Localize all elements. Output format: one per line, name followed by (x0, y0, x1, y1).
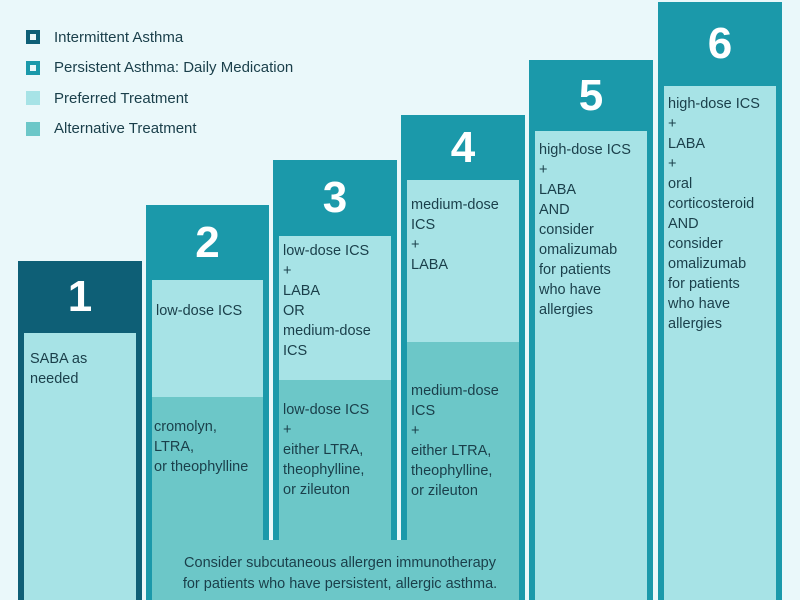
legend-swatch-alternative (26, 121, 40, 136)
step-number: 1 (67, 272, 93, 321)
preferred-treatment-panel (279, 236, 391, 380)
legend-swatch-persistent (26, 60, 40, 75)
step-number: 5 (578, 70, 604, 120)
step-number: 3 (322, 173, 348, 222)
preferred-treatment-panel (664, 86, 776, 600)
step-4: 4 medium-dose ICS + LABA medium-dose ICS… (401, 115, 525, 600)
preferred-treatment-text: low-dose ICS + LABA OR medium-dose ICS (283, 243, 371, 359)
step-6: 6 high-dose ICS + LABA + oral corticoste… (658, 2, 782, 600)
preferred-treatment-panel (152, 280, 263, 397)
immunotherapy-note: Consider subcutaneous allergen immunothe… (182, 555, 498, 592)
preferred-treatment-text: SABA as needed (30, 351, 88, 387)
step-number: 6 (707, 19, 733, 68)
legend-label: Intermittent Asthma (54, 28, 184, 46)
preferred-treatment-panel (535, 131, 647, 600)
legend-label: Persistent Asthma: Daily Medication (54, 59, 294, 77)
step-number: 4 (450, 122, 476, 172)
step-number: 2 (195, 217, 220, 267)
legend-item-persistent: Persistent Asthma: Daily Medication (26, 53, 293, 84)
preferred-treatment-panel (407, 180, 519, 342)
preferred-treatment-text: high-dose ICS + LABA + oral corticostero… (668, 96, 760, 332)
legend-label: Alternative Treatment (54, 120, 197, 138)
legend-item-preferred: Preferred Treatment (26, 83, 293, 114)
legend: Intermittent Asthma Persistent Asthma: D… (26, 22, 293, 144)
legend-swatch-preferred (26, 91, 40, 106)
legend-item-alternative: Alternative Treatment (26, 114, 293, 145)
step-1: 1 SABA as needed (18, 261, 142, 600)
preferred-treatment-text: low-dose ICS (156, 303, 243, 319)
immunotherapy-band (152, 540, 518, 600)
preferred-treatment-text: medium-dose ICS + LABA (411, 197, 499, 273)
legend-item-intermittent: Intermittent Asthma (26, 22, 293, 53)
alternative-treatment-text: medium-dose ICS + either LTRA, theophyll… (411, 383, 499, 499)
step-5: 5 high-dose ICS + LABA AND consider omal… (529, 60, 653, 600)
alternative-treatment-text: low-dose ICS + either LTRA, theophylline… (283, 402, 370, 498)
legend-label: Preferred Treatment (54, 89, 189, 107)
alternative-treatment-text: cromolyn, LTRA, or theophylline (154, 419, 249, 475)
step-3: 3 low-dose ICS + LABA OR medium-dose ICS… (273, 160, 397, 600)
preferred-treatment-text: high-dose ICS + LABA AND consider omaliz… (539, 142, 631, 318)
preferred-treatment-panel (24, 333, 136, 600)
legend-swatch-intermittent (26, 30, 40, 45)
